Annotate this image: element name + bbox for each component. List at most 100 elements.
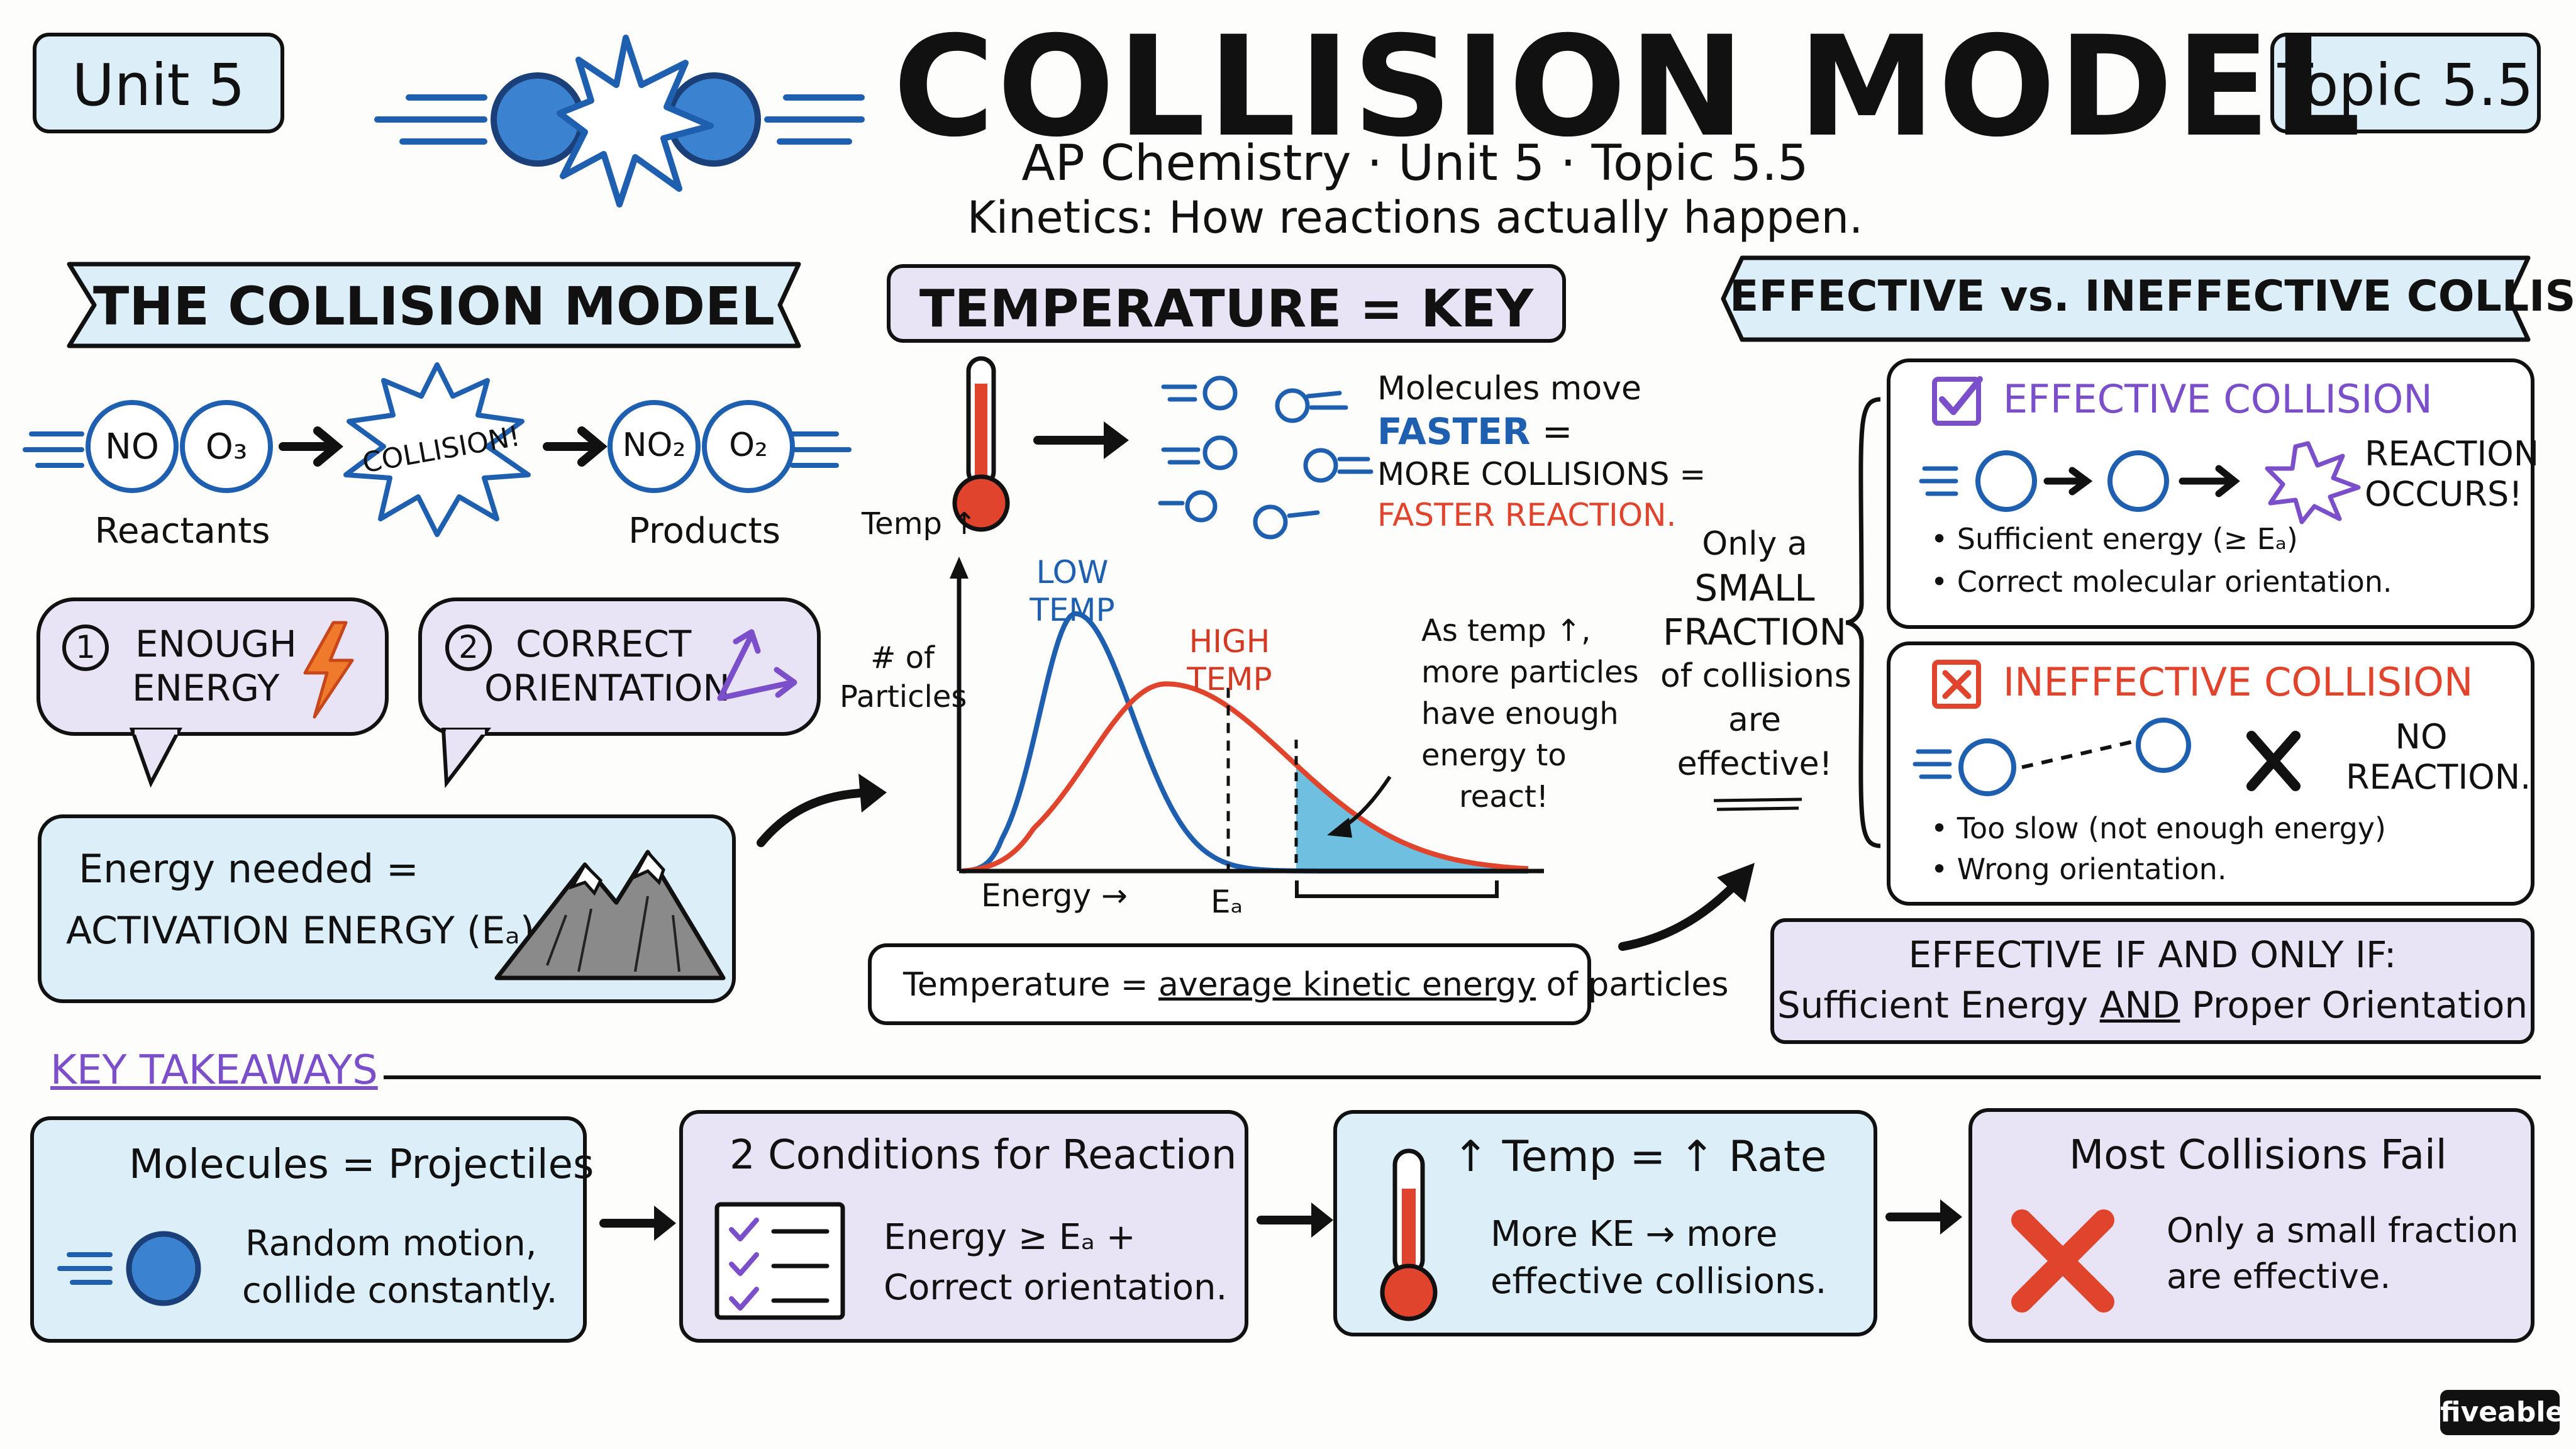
fast-molecules-icon [1158,375,1374,540]
takeaway-arrow-2 [1257,1202,1333,1238]
note-line3: FRACTION [1662,611,1847,653]
effective-brace [1845,397,1881,848]
annotation-line2: more particles [1421,655,1639,690]
note-line2: SMALL [1694,567,1815,609]
topic-badge: Topic 5.5 [2270,33,2541,133]
rule-b: Proper Orientation [2191,984,2528,1026]
takeaway-3-line1: More KE → more [1491,1214,1778,1255]
condition-bubble-orientation [418,597,821,736]
condition-2-line1: CORRECT [516,623,692,665]
rule-a: Sufficient Energy [1777,984,2089,1026]
condition-1-number [62,625,109,671]
annotation-line5: react! [1459,779,1549,814]
condition-2-line2: ORIENTATION [484,667,730,709]
thermometer-icon [952,356,1010,532]
energy-needed-line: Energy needed = [79,846,419,892]
page-subtitle: AP Chemistry · Unit 5 · Topic 5.5 [1021,135,1809,192]
unit-badge-text: Unit 5 [72,52,245,119]
takeaway-1-title: Molecules = Projectiles [129,1141,594,1188]
reactant-o3: O₃ [205,426,248,467]
product-no2: NO₂ [622,426,686,464]
x-box-icon [1932,660,1981,709]
ineffective-result: NO REACTION. [2346,717,2531,797]
chart-ylabel: # of Particles [840,640,967,714]
faster-eq: = [1530,410,1573,453]
series-label-low-temp: LOW TEMP [1030,554,1115,628]
maxwell-boltzmann-chart [950,557,1544,898]
molecules-line2: FASTER = [1377,410,1573,453]
header-collision-icon [374,35,865,208]
note-underline [1713,797,1802,811]
brand-text: fiveable [2440,1396,2565,1428]
rule-and: AND [2099,984,2180,1026]
annotation-arrowhead [1327,818,1352,838]
condition-2-number [445,625,492,671]
molecules-line3: MORE COLLISIONS = [1377,456,1706,492]
chart-annotation: As temp ↑, more particles have enough en… [1421,610,1639,818]
page-title: COLLISION MODEL [893,6,2363,167]
products-label: Products [628,511,780,552]
ineffective-collision-card [1887,641,2534,906]
condition-1-num-text: 1 [75,629,96,665]
note-line1: Only a [1702,525,1807,563]
product-o2: O₂ [729,426,768,464]
definition-a: Temperature = [903,966,1148,1004]
ineffective-result-line2: REACTION. [2346,757,2531,797]
bubble-tail-energy [129,728,182,788]
checkbox-icon [1932,376,1983,426]
key-takeaways-heading: KEY TAKEAWAYS [50,1047,378,1094]
takeaway-3-title: ↑ Temp = ↑ Rate [1453,1132,1827,1182]
takeaway-1-line1: Random motion, [245,1223,537,1264]
flow-arrow-left [757,774,887,847]
temperature-definition: Temperature = average kinetic energy of … [903,966,1728,1004]
projectile-molecule-icon [57,1231,201,1306]
condition-1-line1: ENOUGH [135,623,297,665]
rule-line2: Sufficient Energy AND Proper Orientation [1774,984,2531,1026]
effective-banner-shape [1721,255,2531,342]
condition-1-line2: ENERGY [132,667,280,709]
note-line6: effective! [1677,745,1833,783]
note-line4: of collisions [1660,657,1852,695]
definition-c: of particles [1546,966,1729,1004]
takeaway-4-line1: Only a small fraction [2167,1211,2519,1250]
collision-model-banner: THE COLLISION MODEL [93,275,775,337]
takeaway-4-title: Most Collisions Fail [2069,1132,2447,1179]
red-x-icon [2011,1209,2114,1313]
reaction-diagram [23,362,852,537]
annotation-line3: have enough [1421,696,1619,731]
effective-result: REACTION OCCURS! [2365,434,2540,514]
temperature-definition-box: Temperature = average kinetic energy of … [868,943,1728,1025]
ineffective-result-line1: NO [2395,717,2448,757]
effective-banner: EFFECTIVE vs. INEFFECTIVE COLLISIONS [1729,272,2576,321]
takeaway-arrow-3 [1885,1199,1962,1235]
reactants-label: Reactants [94,511,270,552]
temperature-banner: TEMPERATURE = KEY [887,264,1566,343]
rule-line1: EFFECTIVE IF AND ONLY IF: [1908,933,2397,976]
ineffective-bullet-1: • Too slow (not enough energy) [1931,811,2386,845]
series-label-high-temp: HIGH TEMP [1187,623,1272,697]
effective-result-line1: REACTION [2365,434,2540,474]
ineffective-title: INEFFECTIVE COLLISION [2003,659,2473,705]
takeaway-thermometer-icon [1380,1148,1438,1321]
takeaway-card-4 [1968,1108,2534,1343]
ineffective-sequence-icon [1913,718,2301,796]
molecules-line4: FASTER REACTION. [1377,497,1677,533]
takeaway-3-line2: effective collisions. [1491,1261,1827,1302]
fiveable-logo: fiveable [2440,1390,2565,1435]
ineffective-bullet-2: • Wrong orientation. [1931,852,2227,886]
reactant-no: NO [105,426,159,467]
ea-threshold-label: Eₐ [1211,884,1243,920]
bubble-tail-orientation [441,728,492,789]
temp-up-label: Temp ↑ [862,506,977,541]
activation-energy-line: ACTIVATION ENERGY (Eₐ) [66,909,535,953]
topic-badge-text: Topic 5.5 [2277,52,2534,119]
temperature-banner-text: TEMPERATURE = KEY [919,279,1534,339]
takeaway-2-title: 2 Conditions for Reaction [730,1132,1237,1179]
high-temp-tail [1296,765,1494,871]
takeaways-divider [384,1075,2541,1079]
effective-bullet-1: • Sufficient energy (≥ Eₐ) [1931,522,2298,556]
takeaway-2-line2: Correct orientation. [884,1267,1228,1308]
annotation-line4: energy to [1421,738,1567,773]
effective-rule-box: EFFECTIVE IF AND ONLY IF: Sufficient Ene… [1770,918,2534,1044]
takeaway-card-1 [30,1116,587,1343]
